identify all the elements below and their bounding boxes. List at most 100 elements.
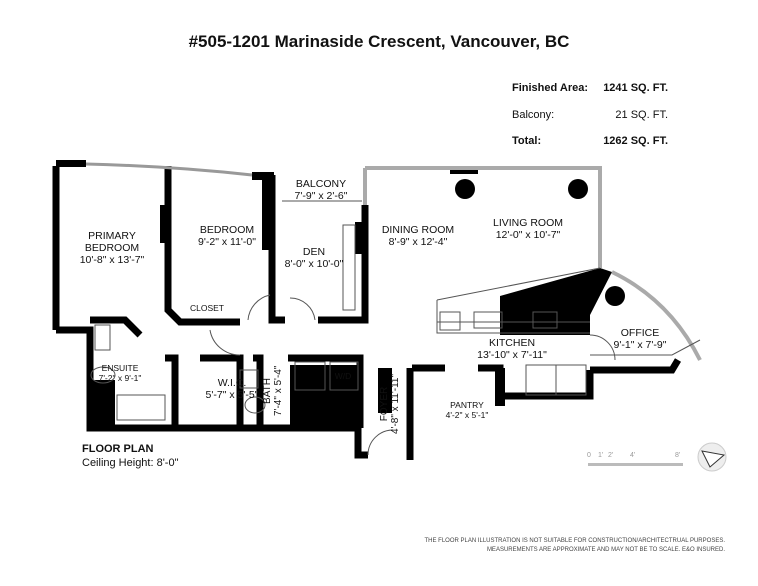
scale-bar — [588, 463, 683, 466]
wall — [354, 420, 368, 459]
area-label: Total: — [512, 135, 542, 147]
room-name: ENSUITE — [101, 363, 139, 373]
room-name: BEDROOM — [84, 242, 140, 254]
room-bath: BATH 7'-4" x 5'-4" — [262, 366, 284, 416]
counter — [436, 267, 601, 334]
room-dims: 7'-4" x 5'-4" — [273, 365, 284, 416]
room-name: BEDROOM — [199, 224, 255, 236]
room-dims: 8'-9" x 12'-4" — [388, 236, 448, 248]
wall — [160, 205, 170, 243]
window — [365, 166, 602, 268]
room-name: BATH — [262, 378, 273, 404]
room-dims: 7'-2" x 9'-1" — [98, 373, 142, 383]
room-foyer: FOYER 4'-8" x 11'-11" — [379, 369, 401, 439]
disclaimer-line: MEASUREMENTS ARE APPROXIMATE AND MAY NOT… — [486, 547, 725, 553]
room-balcony: BALCONY 7'-9" x 2'-6" — [295, 178, 348, 202]
room-name: FOYER — [379, 386, 390, 422]
room-dining: DINING ROOM 8'-9" x 12'-4" — [382, 224, 454, 248]
wall — [355, 222, 367, 254]
area-label: Finished Area: — [512, 82, 588, 94]
north-arrow-icon — [697, 442, 727, 472]
room-dims: 10'-8" x 13'-7" — [79, 254, 145, 266]
room-dims: 4'-2" x 5'-1" — [445, 410, 489, 420]
toilet — [90, 366, 116, 384]
door-swing — [289, 297, 316, 321]
room-name: LIVING ROOM — [492, 217, 564, 229]
column — [605, 286, 625, 306]
bathtub — [116, 394, 166, 421]
room-wd: W/D — [334, 371, 352, 381]
sink — [473, 311, 503, 329]
room-dims: 9'-1" x 7'-9" — [613, 339, 667, 351]
room-name: BALCONY — [295, 178, 347, 190]
wall — [262, 180, 274, 250]
area-value: 1241 SQ. FT. — [603, 82, 668, 94]
area-value: 21 SQ. FT. — [615, 109, 668, 121]
shower — [294, 361, 326, 391]
room-name: PRIMARY — [88, 230, 136, 242]
room-name: PANTRY — [450, 400, 484, 410]
room-dims: 9'-2" x 11'-0" — [198, 236, 256, 248]
disclaimer-line: THE FLOOR PLAN ILLUSTRATION IS NOT SUITA… — [424, 538, 726, 544]
column — [568, 179, 588, 199]
room-dims: 8'-0" x 10'-0" — [284, 258, 344, 270]
room-closet: CLOSET — [189, 303, 225, 313]
room-dims: 5'-7" x 5'-5" — [205, 389, 259, 401]
scale-label: 1' — [598, 452, 604, 459]
page-title: #505-1201 Marinaside Crescent, Vancouver… — [188, 32, 570, 51]
door-swing — [367, 429, 394, 456]
room-wic: W.I.C. 5'-7" x 5'-5" — [206, 377, 259, 401]
scale-label: 2' — [608, 452, 614, 459]
scale-label: 0 — [587, 452, 591, 459]
wall — [165, 354, 179, 425]
column — [455, 179, 475, 199]
wall — [378, 368, 392, 413]
window — [611, 270, 702, 361]
room-dims: 7'-9" x 2'-6" — [294, 190, 348, 202]
cooktop — [532, 311, 558, 329]
office-wall — [590, 339, 701, 356]
toilet — [244, 396, 266, 414]
door-swing — [247, 294, 271, 321]
wall — [90, 316, 143, 338]
window — [85, 162, 253, 177]
wall — [90, 380, 115, 428]
room-name: DEN — [302, 246, 326, 258]
wall — [253, 354, 264, 425]
room-bedroom: BEDROOM 9'-2" x 11'-0" — [198, 224, 256, 248]
door-swing — [589, 334, 616, 361]
door-swing — [209, 329, 241, 356]
room-living: LIVING ROOM 12'-0" x 10'-7" — [493, 217, 563, 241]
room-ensuite: ENSUITE 7'-2" x 9'-1" — [99, 363, 142, 383]
room-dims: 12'-0" x 10'-7" — [495, 229, 561, 241]
room-dims: 13'-10" x 7'-11" — [477, 349, 547, 361]
room-pantry: PANTRY 4'-2" x 5'-1" — [446, 400, 489, 420]
dishwasher — [439, 311, 461, 331]
disclaimer: THE FLOOR PLAN ILLUSTRATION IS NOT SUITA… — [425, 537, 726, 555]
wall — [450, 168, 478, 174]
wall — [495, 368, 505, 406]
wall — [500, 268, 612, 335]
wall — [200, 354, 244, 425]
wall — [252, 172, 274, 180]
room-name: DINING ROOM — [381, 224, 455, 236]
room-primary-bedroom: PRIMARY BEDROOM 10'-8" x 13'-7" — [80, 230, 145, 266]
area-value: 1262 SQ. FT. — [603, 135, 668, 147]
room-office: OFFICE 9'-1" x 7'-9" — [614, 327, 667, 351]
wall — [56, 160, 86, 167]
wall — [478, 364, 594, 400]
den-desk — [342, 224, 356, 311]
room-dims: 4'-8" x 11'-11" — [390, 373, 401, 435]
room-name: KITCHEN — [488, 337, 536, 349]
room-kitchen: KITCHEN 13'-10" x 7'-11" — [477, 337, 547, 361]
washer-dryer — [329, 361, 359, 391]
scale-label: 8' — [675, 452, 681, 459]
vanity-sink — [239, 369, 259, 389]
room-name: W.I.C. — [217, 377, 247, 389]
area-label: Balcony: — [512, 109, 555, 121]
fridge — [525, 364, 557, 396]
ceiling-height: Ceiling Height: 8'-0" — [82, 457, 179, 469]
vanity-sink — [94, 324, 111, 351]
floor-plan-label: FLOOR PLAN — [82, 443, 154, 455]
